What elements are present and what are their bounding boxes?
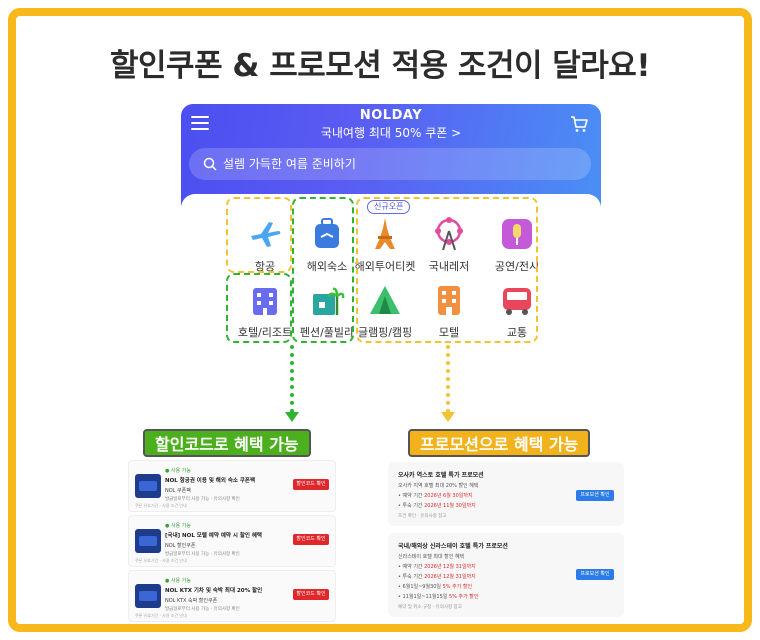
category-label: 항공 bbox=[254, 260, 276, 273]
promotion-note: 예약 및 취소 규정 · 유의사항 참고 bbox=[398, 605, 462, 610]
search-icon bbox=[203, 157, 217, 171]
coupon-code-button[interactable]: 할인코드 확인 bbox=[293, 589, 329, 600]
category-label: 교통 bbox=[506, 326, 528, 339]
cart-icon[interactable] bbox=[569, 114, 589, 134]
airline-outline bbox=[226, 197, 292, 273]
ferris-wheel-icon bbox=[435, 217, 463, 251]
promotion-check-button[interactable]: 프로모션 확인 bbox=[576, 490, 614, 501]
coupon-title: NOL 항공권 이용 및 해외 숙소 쿠폰팩 bbox=[165, 478, 256, 484]
promotion-line: • 예약 기간 2026년 12월 31일까지 bbox=[398, 564, 476, 570]
category-label: 해외숙소 bbox=[306, 260, 348, 273]
coupon-subtitle: NOL KTX 숙박 할인쿠폰 bbox=[165, 598, 218, 604]
microphone-icon bbox=[502, 219, 532, 249]
yellow-arrow-line bbox=[446, 345, 450, 413]
green-arrow-line bbox=[290, 345, 294, 413]
search-placeholder: 설렘 가득한 여름 준비하기 bbox=[223, 157, 356, 171]
promotion-line: • 예약 기간 2026년 6월 30일까지 bbox=[398, 493, 473, 499]
promotion-benefit-tag: 프로모션으로 혜택 가능 bbox=[408, 429, 591, 457]
category-label: 해외투어티켓 bbox=[354, 260, 416, 273]
overseas-outline bbox=[292, 197, 354, 343]
category-transport[interactable]: 교통 bbox=[485, 282, 549, 340]
category-overseas-tour[interactable]: 해외투어티켓 bbox=[353, 216, 417, 274]
menu-icon[interactable] bbox=[191, 116, 209, 130]
coupon-footer: 쿠폰 유효기간 · 사용 조건 안내 bbox=[135, 503, 187, 508]
promotion-categories-outline bbox=[356, 197, 538, 343]
promotion-line: • 투숙 기간 2026년 11월 30일까지 bbox=[398, 503, 476, 509]
coupon-badge: ● 사용 가능 bbox=[165, 468, 191, 474]
green-arrow-head bbox=[285, 412, 299, 422]
brand-logo: NOLDAY bbox=[359, 108, 423, 123]
search-input[interactable]: 설렘 가득한 여름 준비하기 bbox=[189, 148, 591, 180]
category-label: 국내레저 bbox=[428, 260, 470, 273]
hotel-icon bbox=[253, 288, 277, 315]
coupon-badge: ● 사용 가능 bbox=[165, 523, 191, 529]
coupon-code-button[interactable]: 할인코드 확인 bbox=[293, 534, 329, 545]
category-label: 글램핑/캠핑 bbox=[357, 326, 413, 339]
promotion-line: 오사카 지역 호텔 최대 20% 할인 혜택 bbox=[398, 483, 479, 489]
coupon-list: ● 사용 가능 NOL 항공권 이용 및 해외 숙소 쿠폰팩 NOL 쿠폰팩 발… bbox=[128, 460, 336, 625]
coupon-description: 발급일로부터 사용 가능 · 유의사항 확인 bbox=[165, 552, 240, 557]
hotel-outline bbox=[226, 273, 292, 343]
coupon-card: ● 사용 가능 [국내] NOL 모텔 예약 예약 시 할인 혜택 NOL 할인… bbox=[128, 515, 336, 567]
promotion-line: • 투숙 기간 2026년 12월 31일까지 bbox=[398, 574, 476, 580]
bus-icon bbox=[503, 288, 531, 315]
promotion-card: 국내/해외상 신라스테이 호텔 특가 프로모션 신라스테이 호텔 최대 할인 혜… bbox=[388, 533, 624, 617]
new-open-badge: 신규오픈 bbox=[367, 200, 411, 214]
coupon-thumbnail bbox=[135, 529, 161, 553]
coupon-title: NOL KTX 기차 및 숙박 최대 20% 할인 bbox=[165, 588, 263, 594]
promotion-list: 오사카 역스토 호텔 특가 프로모션 오사카 지역 호텔 최대 20% 할인 혜… bbox=[388, 462, 624, 624]
promotion-title: 오사카 역스토 호텔 특가 프로모션 bbox=[398, 472, 484, 479]
coupon-description: 발급일로부터 사용 가능 · 유의사항 확인 bbox=[165, 607, 240, 612]
category-performance[interactable]: 공연/전시 bbox=[485, 216, 549, 274]
coupon-thumbnail bbox=[135, 474, 161, 498]
coupon-footer: 쿠폰 유효기간 · 사용 조건 안내 bbox=[135, 558, 187, 563]
yellow-arrow-head bbox=[441, 412, 455, 422]
promotion-title: 국내/해외상 신라스테이 호텔 특가 프로모션 bbox=[398, 543, 508, 550]
category-label: 호텔/리조트 bbox=[237, 326, 293, 339]
coupon-description: 발급일로부터 사용 가능 · 유의사항 확인 bbox=[165, 497, 240, 502]
coupon-card: ● 사용 가능 NOL 항공권 이용 및 해외 숙소 쿠폰팩 NOL 쿠폰팩 발… bbox=[128, 460, 336, 512]
promotion-note: 조건 확인 · 유의사항 참고 bbox=[398, 514, 447, 519]
headline: 할인쿠폰 & 프로모션 적용 조건이 달라요! bbox=[110, 48, 650, 84]
coupon-code-button[interactable]: 할인코드 확인 bbox=[293, 479, 329, 490]
category-label: 공연/전시 bbox=[494, 260, 540, 273]
category-hotel-resort[interactable]: 호텔/리조트 bbox=[233, 282, 297, 340]
promotion-line: • 6월1일~9월30일 5% 추가 할인 bbox=[398, 584, 473, 590]
category-overseas-stay[interactable]: 해외숙소 bbox=[295, 216, 359, 274]
category-motel[interactable]: 모텔 bbox=[417, 282, 481, 340]
promotion-line: 신라스테이 호텔 최대 할인 혜택 bbox=[398, 554, 465, 560]
building-icon bbox=[438, 286, 460, 315]
app-mockup: NOLDAY 국내여행 최대 50% 쿠폰 > 설렘 가득한 여름 준비하기 신… bbox=[181, 104, 601, 344]
coupon-card: ● 사용 가능 NOL KTX 기차 및 숙박 최대 20% 할인 NOL KT… bbox=[128, 570, 336, 622]
coupon-benefit-tag: 할인코드로 혜택 가능 bbox=[143, 429, 311, 457]
category-pension-villa[interactable]: 펜션/풀빌라 bbox=[295, 282, 359, 340]
airplane-icon bbox=[251, 222, 281, 247]
suitcase-icon bbox=[315, 218, 339, 248]
coupon-title: [국내] NOL 모텔 예약 예약 시 할인 혜택 bbox=[165, 533, 262, 539]
coupon-thumbnail bbox=[135, 584, 161, 608]
category-grid: 신규오픈 항공 해외숙소 해외투어티켓 bbox=[181, 194, 601, 344]
promo-banner[interactable]: 국내여행 최대 50% 쿠폰 > bbox=[320, 126, 462, 140]
promotion-card: 오사카 역스토 호텔 특가 프로모션 오사카 지역 호텔 최대 20% 할인 혜… bbox=[388, 462, 624, 526]
coupon-footer: 쿠폰 유효기간 · 사용 조건 안내 bbox=[135, 613, 187, 618]
villa-icon bbox=[313, 287, 345, 315]
category-label: 펜션/풀빌라 bbox=[299, 326, 355, 339]
coupon-badge: ● 사용 가능 bbox=[165, 578, 191, 584]
category-glamping[interactable]: 글램핑/캠핑 bbox=[353, 282, 417, 340]
promotion-check-button[interactable]: 프로모션 확인 bbox=[576, 569, 614, 580]
tent-icon bbox=[370, 286, 400, 314]
coupon-subtitle: NOL 할인쿠폰 bbox=[165, 543, 196, 549]
eiffel-tower-icon bbox=[375, 218, 395, 249]
promotion-line: • 11월1일~11월15일 5% 추가 할인 bbox=[398, 594, 479, 600]
category-airline[interactable]: 항공 bbox=[233, 216, 297, 274]
category-domestic-leisure[interactable]: 국내레저 bbox=[417, 216, 481, 274]
category-label: 모텔 bbox=[438, 326, 460, 339]
coupon-subtitle: NOL 쿠폰팩 bbox=[165, 488, 191, 494]
